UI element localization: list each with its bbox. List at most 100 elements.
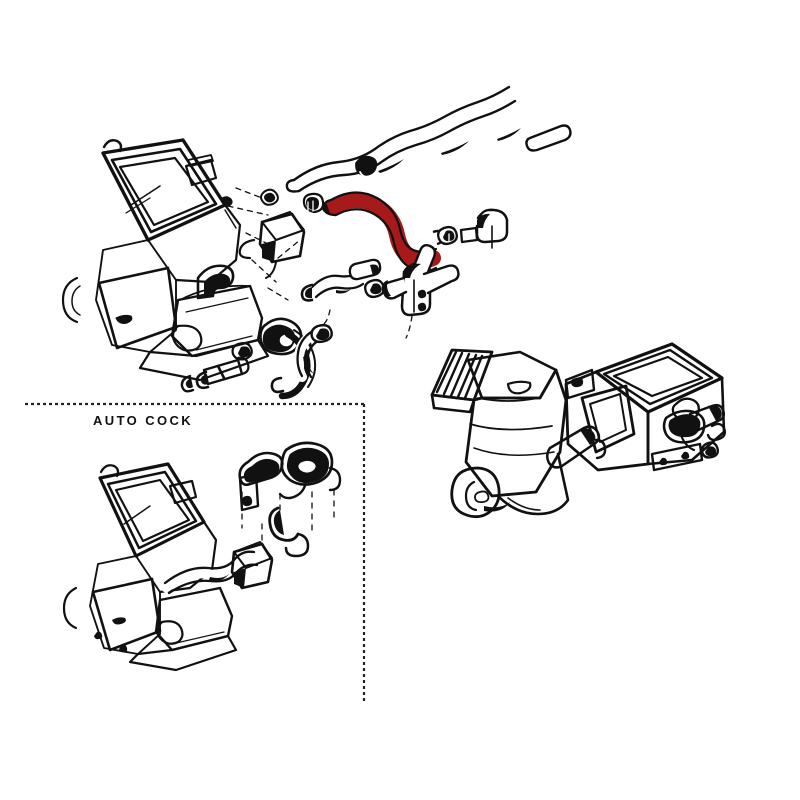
duct-box-flange-hole [570, 377, 584, 388]
blower-duct-link-clip [594, 438, 607, 460]
duct-top-cap [184, 158, 218, 187]
inset-frame [25, 402, 366, 703]
inset-water-hose [161, 553, 259, 593]
control-lever-arm-fill [708, 405, 722, 421]
assembly-heater-unit-main [61, 138, 317, 400]
water-valve-arm-right [422, 264, 460, 295]
hose-upper-long-end-left [285, 178, 301, 193]
assembly-blower-unit [430, 342, 727, 519]
inset-body-bolt-b [119, 644, 128, 653]
mid-hose-shade [336, 289, 351, 294]
hose-upper-long-clamp-tab [359, 171, 371, 179]
mid-hose-end-stub-fill [370, 264, 380, 276]
water-valve-hole-a [417, 289, 427, 299]
water-valve-shade [404, 263, 421, 278]
elbow-hose-lower-clamp [270, 376, 285, 394]
mid-hose-s-curve-bot [314, 282, 365, 299]
drum-saddle-bracket-fill [204, 273, 231, 297]
heater-lower-drum-line2 [185, 297, 249, 313]
round-flange-body [259, 317, 303, 356]
grommet-right-b [459, 226, 479, 244]
control-lever-arm [688, 403, 726, 434]
blower-motor-boss-cap [464, 480, 478, 512]
auto-cock-valve-stub-right [328, 466, 342, 492]
elbow-fitting-right-fill [477, 213, 490, 228]
inset-body-slot [112, 617, 126, 625]
hose-clamp-upper-fill [264, 192, 276, 203]
inset-water-hose-shade [209, 574, 229, 581]
heater-right-detail-bolt [221, 196, 233, 207]
duct-opening-highlight-line [130, 185, 161, 206]
control-lever-clip-b-fill [705, 446, 717, 457]
hose-clamp-left-of-red-tab [307, 200, 314, 212]
auto-cock-hook-fill [273, 510, 284, 535]
water-pipe-clamp-b-fill [185, 378, 193, 389]
auto-cock-hook-tail [284, 532, 310, 558]
pipe-grommet [231, 342, 253, 361]
auto-cock-bracket [238, 451, 284, 487]
blower-duct-link-arm [546, 425, 601, 469]
duct-rim-nub [102, 139, 123, 153]
duct-box-bottom-hole-b [681, 451, 690, 460]
heater-base-plate [138, 338, 270, 382]
hose-upper-long-edge-top [292, 85, 511, 182]
auto-cock-hook [268, 506, 300, 542]
mid-clamp-floating-fill [370, 283, 382, 295]
water-pipe-end-cap [236, 356, 250, 376]
parts-cluster-middle [293, 243, 460, 382]
hose-upper-long-shade-c [497, 128, 521, 141]
water-valve-arm-up [412, 243, 437, 274]
blower-duct-link-fill [580, 428, 596, 445]
inset-duct-top-cap [168, 479, 198, 505]
duct-box-body-right [646, 376, 726, 466]
inset-lower-drum-line [171, 631, 225, 645]
inset-body-bolt-a [94, 631, 103, 640]
heater-body-outline [95, 239, 177, 353]
water-pipe-clamp-a-fill [200, 374, 209, 385]
mid-guide-lines [323, 309, 413, 339]
inset-body-front-panel [91, 577, 162, 652]
inset-base-plate [128, 634, 238, 672]
auto-cock-valve-cap [296, 459, 318, 475]
auto-cock-bracket-hole [241, 495, 253, 507]
duct-opening-mid-frame [110, 147, 218, 234]
heater-lower-drum-line [195, 335, 253, 351]
duct-box-flange-top [564, 368, 596, 400]
auto-cock-bracket-plate [238, 472, 260, 512]
blower-body-vent-slot [506, 380, 532, 395]
blower-motor-boss-notch [474, 490, 490, 504]
blower-body-line-a [469, 423, 553, 431]
lower-elbow-clamp-fill [316, 328, 330, 341]
duct-box-bottom-flange [650, 442, 704, 472]
inset-duct-highlight [123, 505, 151, 525]
blower-body-side [464, 368, 568, 498]
valve-block-stub-down [265, 261, 277, 279]
mid-hose-clamp-left-fill [305, 287, 312, 299]
hose-upper-long-clamp [355, 155, 378, 176]
inset-water-hose-bot [167, 563, 259, 595]
blower-body-line-b [473, 447, 555, 456]
hose-upper-long-tip [525, 124, 572, 152]
part-hose-upper-long [285, 85, 572, 193]
parts-cluster-right-of-hose [302, 192, 509, 249]
auto-cock-valve-stub-down [278, 480, 308, 500]
hose-clamp-upper [260, 188, 279, 206]
heater-body-left-flange [61, 276, 79, 324]
hose-upper-long-shade-a [378, 159, 404, 173]
heater-right-face-edge [224, 209, 237, 229]
blower-body-crease [477, 397, 539, 402]
hose-upper-long-edge-bottom [297, 99, 517, 193]
control-lever-clip-a [706, 422, 727, 442]
duct-box-frame-inner [612, 355, 704, 398]
blower-lower-skirt-edge [507, 497, 541, 511]
water-pipe-clamp-b [180, 374, 195, 393]
valve-block-stub-left [238, 238, 256, 260]
inset-connector-top [233, 541, 273, 569]
duct-box-bottom-hole-a [659, 457, 668, 466]
pipe-grommet-fill [238, 346, 251, 358]
elbow-fitting-right-neck [478, 208, 494, 218]
assembly-heater-unit-auto-cock [62, 441, 342, 672]
blower-fin-base [430, 393, 476, 414]
